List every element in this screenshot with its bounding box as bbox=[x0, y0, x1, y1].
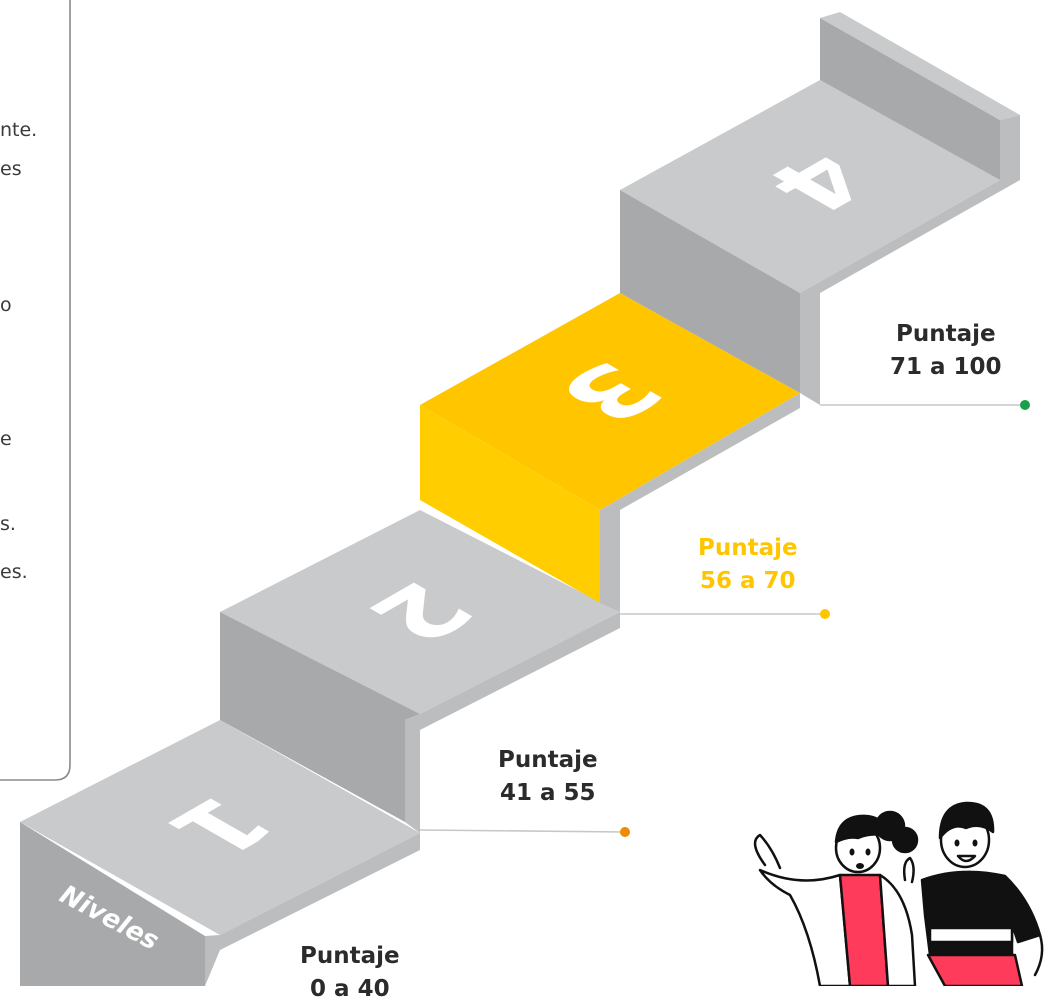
side-text-line: s. bbox=[0, 513, 16, 535]
side-text-line: es. bbox=[0, 561, 28, 583]
score-leaders bbox=[419, 400, 1030, 837]
step-1-front-left bbox=[20, 822, 205, 986]
back-wall-right bbox=[1000, 115, 1020, 180]
score-label-level-1: Puntaje 0 a 40 bbox=[300, 940, 400, 1006]
score-label-title: Puntaje bbox=[698, 535, 798, 561]
step-4-top bbox=[620, 80, 1000, 293]
step-3-riser-left bbox=[420, 405, 600, 603]
kids-illustration bbox=[753, 801, 1044, 986]
leader-line bbox=[419, 829, 626, 833]
side-text-line: e bbox=[0, 428, 12, 450]
score-label-title: Puntaje bbox=[498, 747, 598, 773]
step-2-riser-right bbox=[405, 612, 620, 833]
score-label-range: 71 a 100 bbox=[890, 354, 1002, 380]
step-2-riser-left bbox=[220, 612, 420, 822]
score-label-level-3: Puntaje 56 a 70 bbox=[698, 532, 798, 598]
score-label-level-4: Puntaje 71 a 100 bbox=[890, 318, 1002, 384]
back-wall-left bbox=[820, 18, 1000, 180]
step-1-front-right bbox=[205, 833, 420, 986]
score-label-title: Puntaje bbox=[895, 321, 996, 347]
side-text-line: o bbox=[0, 294, 12, 316]
score-label-range: 56 a 70 bbox=[700, 568, 796, 594]
leader-dot bbox=[1020, 400, 1030, 410]
score-label-title: Puntaje bbox=[300, 943, 400, 969]
step-3-top bbox=[420, 293, 800, 510]
step-1-top bbox=[20, 720, 420, 935]
leader-dot bbox=[620, 827, 630, 837]
step-4-riser-left bbox=[620, 190, 800, 393]
step-3-riser-right bbox=[600, 393, 800, 612]
score-label-level-2: Puntaje 41 a 55 bbox=[498, 744, 598, 810]
score-label-range: 0 a 40 bbox=[310, 976, 390, 1002]
score-label-range: 41 a 55 bbox=[500, 780, 596, 806]
side-text-line: nte. bbox=[0, 119, 38, 141]
text-panel-border bbox=[0, 0, 71, 781]
leader-dot bbox=[820, 609, 830, 619]
back-wall-top bbox=[820, 12, 1020, 120]
side-text-line: es bbox=[0, 158, 22, 180]
